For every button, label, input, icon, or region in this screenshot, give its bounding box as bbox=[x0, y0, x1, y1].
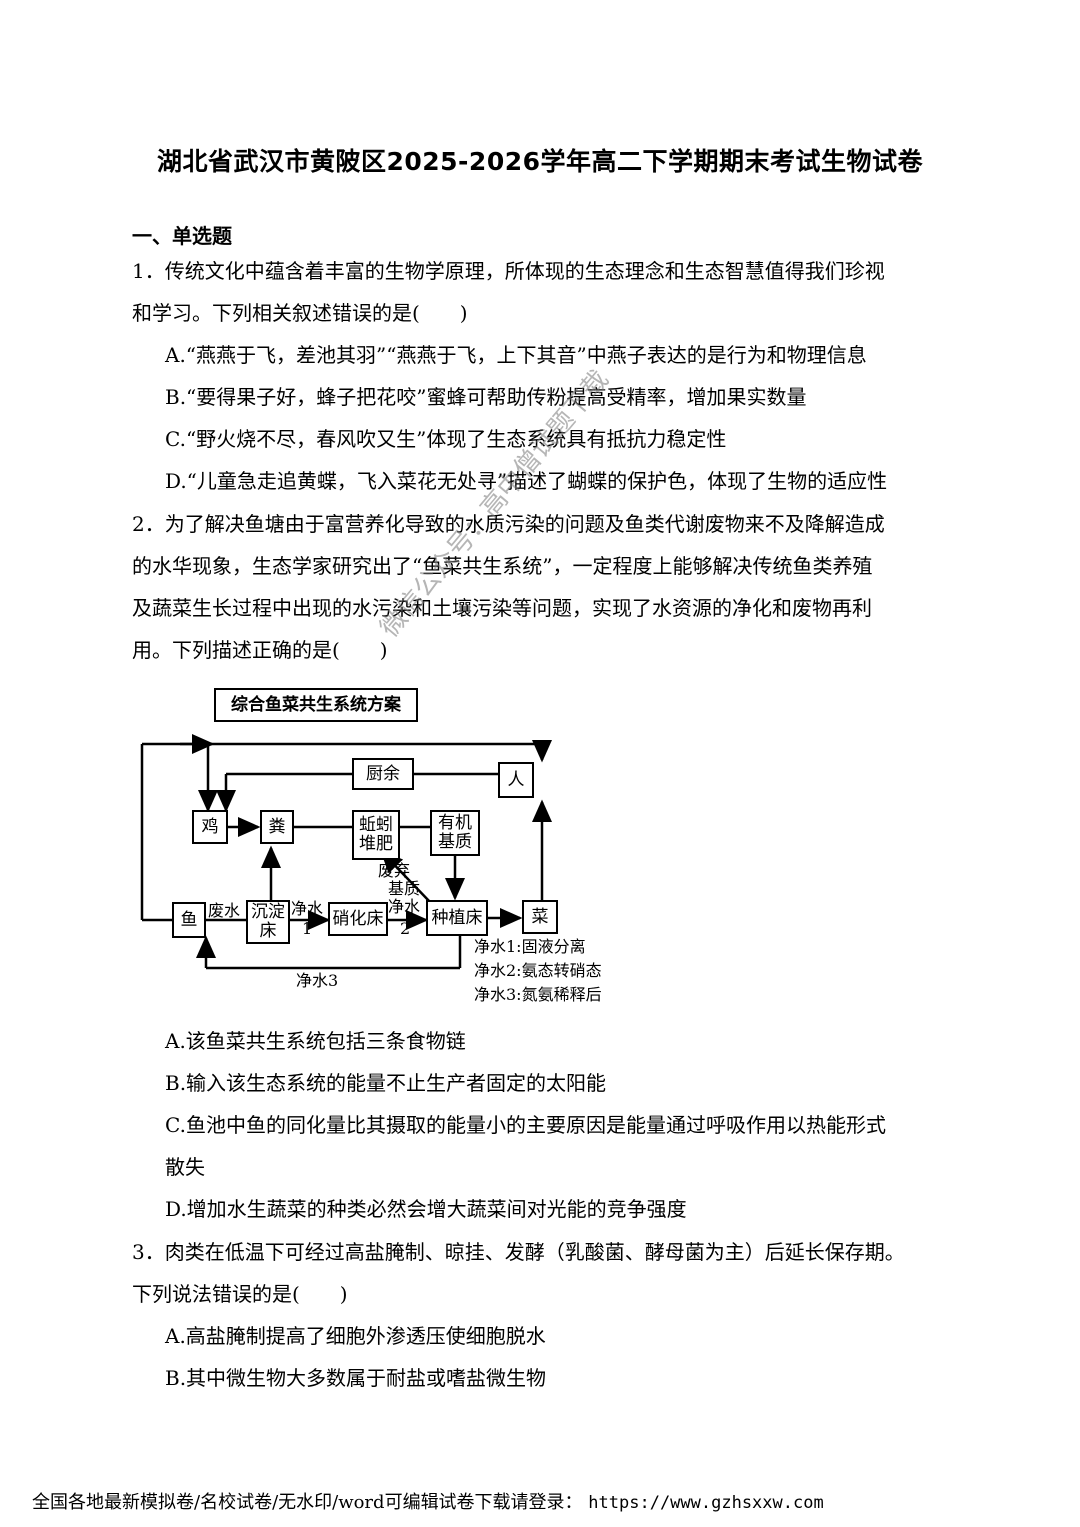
node-chendian: 沉淀 床 bbox=[246, 900, 290, 944]
node-youji-line2: 基质 bbox=[438, 832, 472, 852]
node-chuyu: 厨余 bbox=[352, 758, 414, 790]
legend-jingshui-1: 净水1:固液分离 bbox=[474, 937, 586, 956]
q2-option-c-line-1: C.鱼池中鱼的同化量比其摄取的能量小的主要原因是能量通过呼吸作用以热能形式 bbox=[165, 1113, 886, 1137]
q2-option-a: A.该鱼菜共生系统包括三条食物链 bbox=[165, 1029, 466, 1053]
q2-option-d: D.增加水生蔬菜的种类必然会增大蔬菜间对光能的竞争强度 bbox=[165, 1197, 687, 1221]
q3-stem-line-1: 3．肉类在低温下可经过高盐腌制、晾挂、发酵（乳酸菌、酵母菌为主）后延长保存期。 bbox=[132, 1240, 905, 1264]
node-xiaohua: 硝化床 bbox=[328, 902, 388, 936]
label-jingshui-1: 净水 bbox=[291, 899, 324, 918]
q2-stem-line-2: 的水华现象，生态学家研究出了“鱼菜共生系统”，一定程度上能够解决传统鱼类养殖 bbox=[132, 554, 873, 578]
q3-option-a: A.高盐腌制提高了细胞外渗透压使细胞脱水 bbox=[165, 1324, 546, 1348]
label-feiqi: 废弃 bbox=[378, 861, 411, 880]
node-youji-line1: 有机 bbox=[438, 813, 472, 833]
node-chendian-line2: 床 bbox=[259, 921, 277, 941]
footer-text: 全国各地最新模拟卷/名校试卷/无水印/word可编辑试卷下载请登录： bbox=[32, 1492, 583, 1513]
footer: 全国各地最新模拟卷/名校试卷/无水印/word可编辑试卷下载请登录： https… bbox=[32, 1488, 824, 1514]
q2-stem-line-3: 及蔬菜生长过程中出现的水污染和土壤污染等问题，实现了水资源的净化和废物再利 bbox=[132, 596, 872, 620]
label-jizhi: 基质 bbox=[388, 879, 421, 898]
q1-stem-line-1: 1．传统文化中蕴含着丰富的生物学原理，所体现的生态理念和生态智慧值得我们珍视 bbox=[132, 259, 885, 283]
q1-option-a: A.“燕燕于飞，差池其羽”“燕燕于飞，上下其音”中燕子表达的是行为和物理信息 bbox=[165, 343, 867, 367]
exam-title: 湖北省武汉市黄陂区2025-2026学年高二下学期期末考试生物试卷 bbox=[156, 147, 924, 176]
footer-url-link[interactable]: https://www.gzhsxxw.com bbox=[588, 1493, 824, 1513]
node-yu: 鱼 bbox=[172, 902, 206, 938]
node-cai: 菜 bbox=[522, 900, 558, 934]
node-ji: 鸡 bbox=[192, 810, 228, 844]
node-zhongzhi: 种植床 bbox=[426, 900, 488, 936]
diagram-connectors bbox=[140, 734, 552, 970]
node-ren: 人 bbox=[498, 762, 534, 798]
legend-jingshui-2: 净水2:氨态转硝态 bbox=[474, 961, 602, 980]
node-qiuyin-line1: 蚯蚓 bbox=[359, 815, 393, 835]
node-chendian-line1: 沉淀 bbox=[251, 902, 285, 922]
legend-jingshui-3: 净水3:氮氨稀释后 bbox=[474, 985, 602, 1004]
q2-option-c-line-2: 散失 bbox=[165, 1155, 205, 1179]
label-jingshui-3: 净水3 bbox=[296, 971, 339, 990]
q3-stem-line-2: 下列说法错误的是( ) bbox=[132, 1282, 348, 1306]
q1-option-d: D.“儿童急走追黄蝶，飞入菜花无处寻”描述了蝴蝶的保护色，体现了生物的适应性 bbox=[165, 469, 888, 493]
q1-option-c: C.“野火烧不尽，春风吹又生”体现了生态系统具有抵抗力稳定性 bbox=[165, 427, 727, 451]
q2-stem-line-4: 用。下列描述正确的是( ) bbox=[132, 638, 388, 662]
section-heading: 一、单选题 bbox=[132, 224, 232, 248]
node-qiuyin: 蚯蚓 堆肥 bbox=[352, 810, 400, 860]
q3-option-b: B.其中微生物大多数属于耐盐或嗜盐微生物 bbox=[165, 1366, 547, 1390]
q1-stem-line-2: 和学习。下列相关叙述错误的是( ) bbox=[132, 301, 468, 325]
node-fen: 粪 bbox=[260, 810, 294, 844]
label-jingshui-1-num: 1 bbox=[302, 919, 313, 938]
q2-stem-line-1: 2．为了解决鱼塘由于富营养化导致的水质污染的问题及鱼类代谢废物来不及降解造成 bbox=[132, 512, 885, 536]
label-jingshui-2-num: 2 bbox=[400, 919, 411, 938]
node-qiuyin-line2: 堆肥 bbox=[359, 834, 393, 854]
label-jingshui-2: 净水 bbox=[388, 897, 421, 916]
q2-option-b: B.输入该生态系统的能量不止生产者固定的太阳能 bbox=[165, 1071, 607, 1095]
node-youji: 有机 基质 bbox=[430, 810, 480, 856]
diagram-title: 综合鱼菜共生系统方案 bbox=[214, 688, 418, 722]
label-feishui: 废水 bbox=[208, 901, 241, 920]
aquaponics-diagram: 综合鱼菜共生系统方案 厨余 人 鸡 粪 蚯蚓 堆肥 有机 基质 鱼 沉淀 床 硝… bbox=[130, 680, 650, 1020]
q1-option-b: B.“要得果子好，蜂子把花咬”蜜蜂可帮助传粉提高受精率，增加果实数量 bbox=[165, 385, 807, 409]
